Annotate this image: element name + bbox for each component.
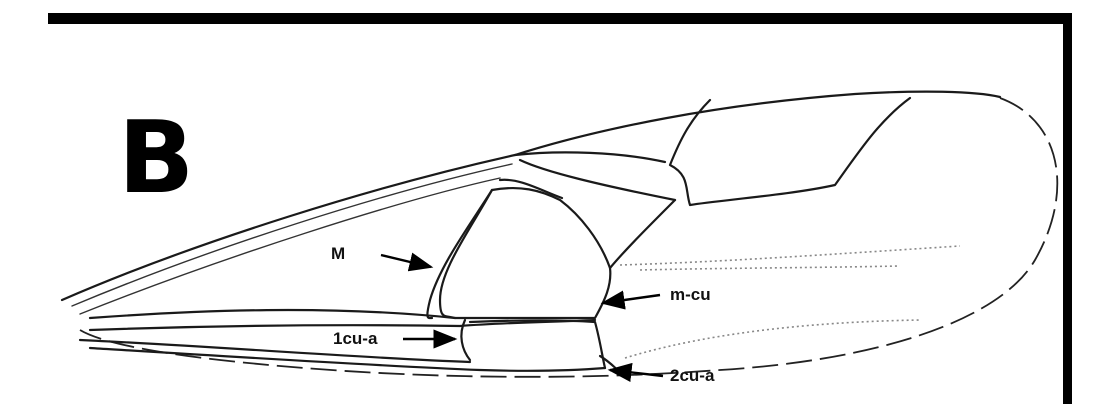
panel-letter: B <box>118 99 194 216</box>
label-m-cu: m-cu <box>670 285 711 304</box>
label-1cu-a: 1cu-a <box>333 329 378 348</box>
label-2cu-a: 2cu-a <box>670 366 715 385</box>
spectral-vein-3 <box>640 266 900 270</box>
frame-right-border <box>1063 13 1072 404</box>
arrow-m <box>381 255 431 267</box>
subdiscal-cell <box>470 321 605 369</box>
costal-vein <box>62 92 1000 300</box>
m-vein <box>427 190 492 318</box>
cubital-vein <box>90 310 455 318</box>
apical-cell <box>670 98 910 205</box>
anal-vein-2 <box>90 348 605 371</box>
label-m: M <box>331 244 345 263</box>
discal-cell <box>440 188 610 318</box>
spectral-vein-1 <box>620 246 960 265</box>
frame-top-border <box>48 13 1068 24</box>
spectral-vein-2 <box>625 320 920 358</box>
medial-vein <box>610 200 675 268</box>
marginal-vein <box>515 152 665 162</box>
arrow-m-cu <box>603 295 660 303</box>
